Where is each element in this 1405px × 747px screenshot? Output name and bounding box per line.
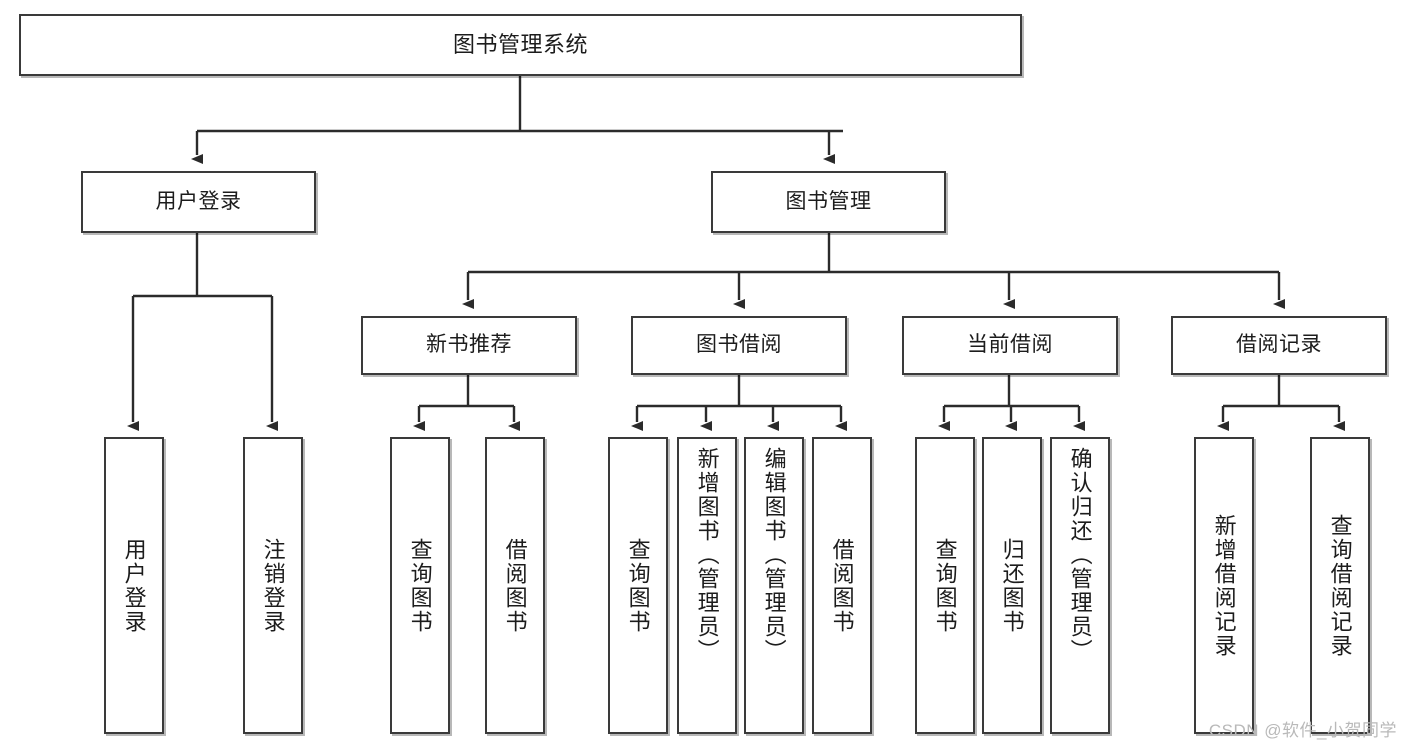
node-root-label: 图书管理系统 (452, 32, 588, 58)
leaf-logout[interactable]: 注销登录 (243, 437, 303, 734)
leaf-query-book-3[interactable]: 查询图书 (915, 437, 975, 734)
node-book-management-label: 图书管理 (785, 189, 872, 213)
leaf-borrow-book-1[interactable]: 借阅图书 (485, 437, 545, 734)
node-book-management[interactable]: 图书管理 (711, 171, 946, 233)
leaf-borrow-book-2[interactable]: 借阅图书 (812, 437, 872, 734)
node-user-login-label: 用户登录 (155, 189, 242, 213)
leaf-logout-label: 注销登录 (260, 537, 286, 634)
leaf-user-login[interactable]: 用户登录 (104, 437, 164, 734)
leaf-borrow-book-2-label: 借阅图书 (829, 537, 855, 634)
leaf-user-login-label: 用户登录 (121, 537, 147, 634)
leaf-query-borrow-record[interactable]: 查询借阅记录 (1310, 437, 1370, 734)
leaf-edit-book-admin-label: 编辑图书（管理员） (761, 447, 787, 663)
leaf-add-book-admin-label: 新增图书（管理员） (694, 447, 720, 663)
node-book-borrow-label: 图书借阅 (696, 333, 782, 357)
leaf-return-book-label: 归还图书 (999, 537, 1025, 634)
leaf-query-book-2-label: 查询图书 (625, 537, 651, 634)
leaf-edit-book-admin[interactable]: 编辑图书（管理员） (744, 437, 804, 734)
watermark: CSDN @软件_小贺同学 (1208, 721, 1397, 740)
node-current-borrow-label: 当前借阅 (967, 333, 1053, 357)
node-user-login[interactable]: 用户登录 (81, 171, 316, 233)
leaf-query-book-3-label: 查询图书 (932, 537, 958, 634)
node-borrow-record[interactable]: 借阅记录 (1171, 316, 1387, 375)
leaf-add-book-admin[interactable]: 新增图书（管理员） (677, 437, 737, 734)
leaf-add-borrow-record[interactable]: 新增借阅记录 (1194, 437, 1254, 734)
node-book-borrow[interactable]: 图书借阅 (631, 316, 847, 375)
leaf-borrow-book-1-label: 借阅图书 (502, 537, 528, 634)
node-current-borrow[interactable]: 当前借阅 (902, 316, 1118, 375)
node-borrow-record-label: 借阅记录 (1236, 333, 1322, 357)
leaf-add-borrow-record-label: 新增借阅记录 (1211, 513, 1237, 658)
node-new-book-recommend[interactable]: 新书推荐 (361, 316, 577, 375)
node-new-book-recommend-label: 新书推荐 (426, 333, 512, 357)
leaf-confirm-return-admin-label: 确认归还（管理员） (1067, 447, 1093, 663)
node-root[interactable]: 图书管理系统 (19, 14, 1022, 76)
leaf-query-borrow-record-label: 查询借阅记录 (1327, 513, 1353, 658)
leaf-query-book-1[interactable]: 查询图书 (390, 437, 450, 734)
leaf-return-book[interactable]: 归还图书 (982, 437, 1042, 734)
leaf-query-book-2[interactable]: 查询图书 (608, 437, 668, 734)
leaf-query-book-1-label: 查询图书 (407, 537, 433, 634)
leaf-confirm-return-admin[interactable]: 确认归还（管理员） (1050, 437, 1110, 734)
